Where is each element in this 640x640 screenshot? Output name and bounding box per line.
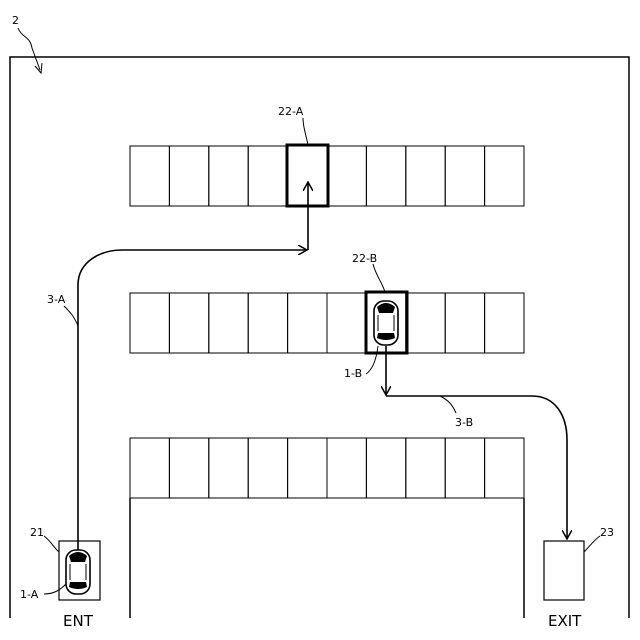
route-3-B — [386, 396, 567, 538]
label-exit-ref: 23 — [600, 526, 614, 539]
parking-space — [366, 146, 405, 206]
parking-space — [485, 438, 524, 498]
leader-1-A — [44, 584, 66, 594]
parking-space — [169, 293, 208, 353]
label-vehicle-1-A: 1-A — [20, 588, 39, 601]
parking-space — [248, 293, 287, 353]
parking-space — [327, 146, 366, 206]
parking-space — [445, 146, 484, 206]
parking-space — [288, 293, 327, 353]
parking-space — [406, 293, 445, 353]
lot-boundary — [10, 57, 629, 618]
parking-space — [209, 438, 248, 498]
parking-space — [130, 146, 169, 206]
parking-space — [485, 146, 524, 206]
label-entrance: ENT — [63, 612, 94, 630]
parking-space — [248, 146, 287, 206]
parking-space — [248, 438, 287, 498]
label-entrance-ref: 21 — [30, 526, 44, 539]
leader-21 — [44, 536, 59, 552]
parking-space — [130, 293, 169, 353]
label-route-3-A: 3-A — [47, 293, 66, 306]
parking-space — [406, 146, 445, 206]
label-space-22-A: 22-A — [278, 105, 304, 118]
parking-space — [485, 293, 524, 353]
leader-22-A — [303, 118, 308, 145]
vehicle-1-B-icon — [374, 301, 398, 345]
leader-23 — [584, 536, 600, 552]
parking-space — [445, 293, 484, 353]
parking-space — [445, 438, 484, 498]
parking-space — [169, 438, 208, 498]
label-vehicle-1-B: 1-B — [344, 367, 362, 380]
leader-3-A — [64, 306, 78, 326]
label-route-3-B: 3-B — [455, 416, 473, 429]
parking-space — [169, 146, 208, 206]
parking-space — [288, 438, 327, 498]
parking-space — [327, 293, 366, 353]
parking-space — [130, 438, 169, 498]
label-space-22-B: 22-B — [352, 252, 377, 265]
leader-1-B — [366, 346, 378, 374]
leader-22-B — [373, 264, 385, 292]
parking-space — [209, 293, 248, 353]
vehicle-1-A-icon — [66, 550, 90, 594]
parking-space — [406, 438, 445, 498]
label-lot: 2 — [12, 14, 19, 27]
parking-space — [209, 146, 248, 206]
parking-space — [366, 438, 405, 498]
exit-area — [544, 541, 584, 600]
leader-3-B — [440, 396, 456, 413]
route-3-A — [78, 250, 306, 552]
leader-2 — [18, 28, 40, 70]
label-exit: EXIT — [548, 612, 582, 630]
parking-space — [327, 438, 366, 498]
